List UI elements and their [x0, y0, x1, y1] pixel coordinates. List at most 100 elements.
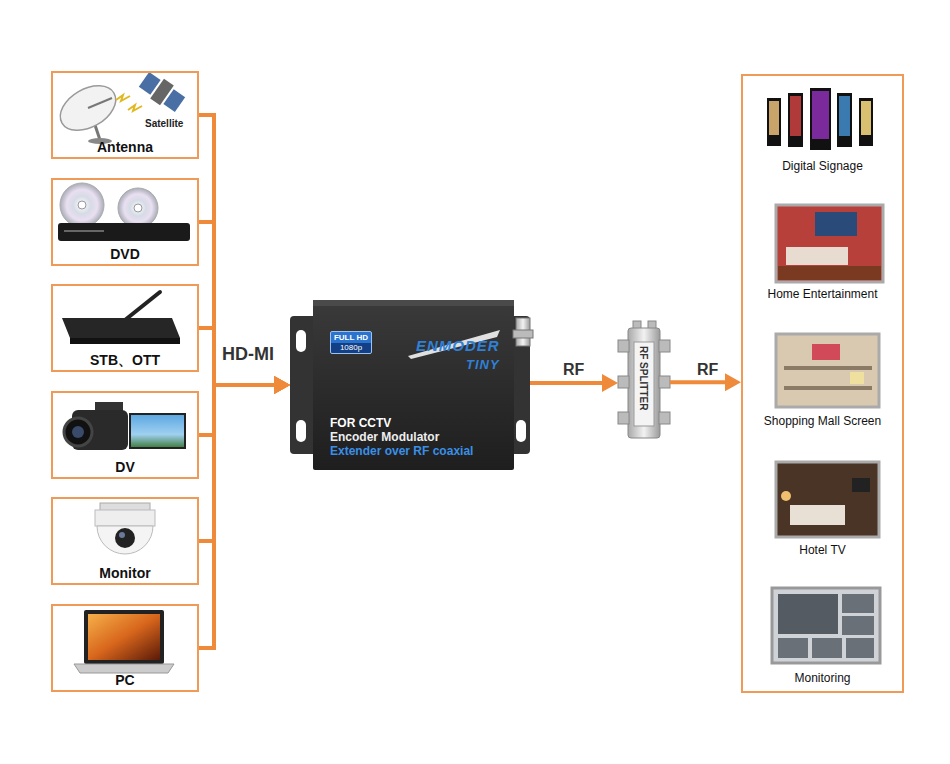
node-text: Monitoring	[743, 672, 902, 686]
kiosk-screen	[839, 96, 850, 136]
node-text: Shopping Mall Screen	[743, 415, 902, 429]
node-text: DVD	[53, 246, 197, 262]
box-front	[70, 338, 180, 344]
dvd-disc	[60, 183, 104, 227]
device-body	[313, 300, 514, 470]
mall-screen	[812, 344, 840, 360]
hotel-lamp	[781, 491, 791, 501]
application-item: Digital Signage	[743, 92, 902, 176]
application-item: Home Entertainment	[743, 205, 902, 304]
source-box: AntennaSatellite	[51, 71, 199, 159]
splitter-port	[659, 340, 670, 352]
signal-arrow	[199, 385, 280, 541]
kiosk	[788, 93, 803, 147]
dish-feed	[88, 98, 112, 108]
node-text: 1080p	[331, 343, 371, 352]
display-group: Digital SignageHome EntertainmentShoppin…	[741, 74, 904, 693]
signal-bolt	[128, 105, 142, 111]
lens-glint	[119, 532, 125, 538]
signal-bolt	[116, 95, 130, 101]
kiosk-screen	[790, 96, 801, 136]
signal-arrow	[199, 222, 280, 385]
source-box: DV	[51, 391, 199, 479]
signal-arrow	[199, 385, 280, 648]
full-hd-badge: FULL HD1080p	[330, 331, 372, 354]
dome-lens	[115, 528, 135, 548]
node-text: Home Entertainment	[743, 288, 902, 302]
mount-slot	[516, 420, 526, 442]
signal-arrow	[199, 385, 280, 435]
camera-dome	[97, 526, 153, 554]
mall-floor	[784, 386, 872, 390]
lens-glass	[72, 426, 84, 438]
hotel-tv	[852, 478, 870, 492]
wall-tv	[815, 212, 857, 236]
cctv-view	[778, 638, 808, 658]
edge-label: RF	[563, 361, 584, 379]
flip-screen	[130, 414, 185, 448]
node-text: ENMODER	[416, 337, 500, 354]
solar-panel	[139, 72, 161, 95]
mall-light	[850, 372, 864, 384]
splitter-port	[618, 412, 629, 424]
set-top-box	[62, 318, 180, 338]
tray-slot	[64, 230, 104, 232]
disc-hole	[78, 201, 86, 209]
disc-hole	[134, 204, 142, 212]
encoder-modulator: ENMODER TINY FOR CCTVEncoder ModulatorExte…	[290, 300, 530, 470]
mall-photo	[776, 334, 879, 407]
satellite-dish	[53, 77, 124, 140]
logo-swoosh	[408, 330, 500, 359]
node-text: STB、OTT	[53, 352, 197, 368]
kiosk	[810, 88, 831, 150]
splitter-port	[659, 376, 670, 388]
node-text: Antenna	[53, 139, 197, 155]
application-item: Monitoring	[743, 588, 902, 688]
node-text: PC	[53, 672, 197, 688]
laptop-screen	[88, 614, 160, 660]
kiosk-screen	[812, 91, 829, 139]
hotel-photo	[776, 462, 879, 537]
node-text: Hotel TV	[743, 544, 902, 558]
cctv-view	[778, 594, 838, 634]
application-item: Shopping Mall Screen	[743, 333, 902, 431]
node-text: Encoder Modulator	[330, 431, 439, 445]
kiosk	[859, 98, 873, 146]
node-text: Extender over RF coaxial	[330, 445, 473, 459]
source-box: STB、OTT	[51, 284, 199, 372]
splitter-port	[618, 340, 629, 352]
signal-arrow	[199, 115, 280, 385]
kiosk-screen	[861, 101, 871, 135]
node-text: TINY	[466, 358, 500, 373]
application-item: Hotel TV	[743, 462, 902, 560]
node-text: FULL HD	[331, 333, 371, 342]
mall-floor	[784, 366, 872, 370]
node-text: Monitor	[53, 565, 197, 581]
signal-arrow	[199, 328, 280, 385]
laptop-base	[74, 664, 174, 673]
home-photo	[776, 205, 883, 282]
wifi-antenna	[125, 292, 160, 320]
rf-splitter: RF SPLITTER	[618, 322, 670, 440]
kiosk	[837, 93, 852, 147]
cctv-view	[842, 594, 874, 613]
cctv-view	[812, 638, 842, 658]
signal-arrow	[530, 381, 608, 385]
source-box: DVD	[51, 178, 199, 266]
cctv-view	[842, 616, 874, 635]
edge-label: HD-MI	[222, 344, 274, 365]
mount-slot	[296, 420, 306, 442]
node-text: FOR CCTV	[330, 417, 391, 431]
camera-lens	[64, 418, 92, 446]
splitter-panel	[634, 342, 654, 426]
solar-panel	[163, 89, 185, 112]
edge-label: RF	[697, 361, 718, 379]
splitter-port	[659, 412, 670, 424]
node-text: DV	[53, 459, 197, 475]
kiosk	[767, 98, 781, 146]
floor	[778, 266, 881, 280]
dvd-disc	[118, 188, 158, 228]
